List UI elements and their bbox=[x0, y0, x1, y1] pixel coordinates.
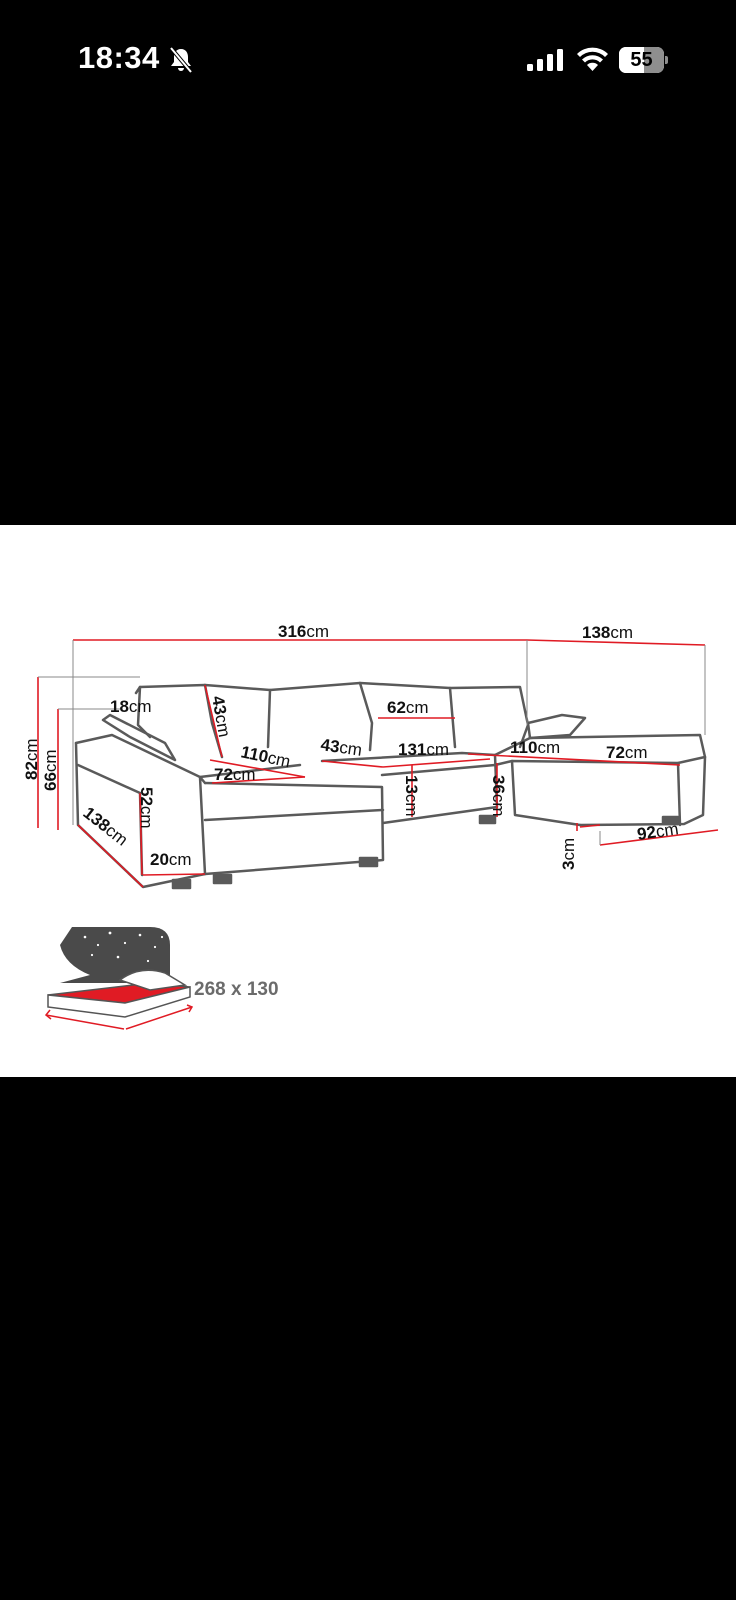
battery-level: 55 bbox=[630, 49, 653, 71]
dim-left-seat-width: 72cm bbox=[214, 765, 256, 784]
dim-armrest-height: 66cm bbox=[41, 749, 60, 791]
bed-size-label: 268 x 130 bbox=[194, 979, 279, 1000]
dim-center-width: 131cm bbox=[398, 740, 449, 759]
dim-center-height: 13cm bbox=[402, 775, 421, 817]
dim-right-height: 36cm bbox=[489, 775, 508, 817]
dim-chaise-width: 138cm bbox=[582, 623, 633, 642]
dim-back-height: 43cm bbox=[208, 694, 234, 738]
dim-right-seat-width: 72cm bbox=[606, 743, 648, 762]
cellular-signal-icon bbox=[527, 49, 563, 71]
dim-chaise-depth: 92cm bbox=[636, 819, 680, 844]
dim-seat-height: 52cm bbox=[137, 787, 156, 829]
wifi-icon bbox=[577, 47, 608, 71]
dim-total-height: 82cm bbox=[22, 738, 41, 780]
dim-total-width: 316cm bbox=[278, 622, 329, 641]
bell-slash-icon bbox=[169, 46, 193, 74]
bed-function-icon bbox=[44, 927, 194, 1030]
dim-right-seat-depth: 110cm bbox=[510, 738, 560, 757]
dim-back-cushion-width: 62cm bbox=[387, 698, 429, 717]
status-bar: 18:34 55 bbox=[0, 0, 736, 120]
dim-center-seat-gap: 43cm bbox=[319, 735, 363, 760]
dim-left-depth: 138cm bbox=[80, 803, 132, 849]
sofa-dimension-diagram: 316cm 138cm 18cm 43cm 62cm 82cm 66cm 110… bbox=[22, 622, 719, 1030]
status-time: 18:34 bbox=[78, 40, 160, 75]
dim-armrest-width: 20cm bbox=[150, 850, 192, 869]
dim-left-seat-depth: 110cm bbox=[239, 742, 292, 771]
dim-leg-height: 3cm bbox=[559, 838, 578, 870]
battery-indicator: 55 bbox=[619, 47, 668, 73]
sofa-dimension-image: 316cm 138cm 18cm 43cm 62cm 82cm 66cm 110… bbox=[0, 525, 736, 1077]
dim-back-cushion: 18cm bbox=[110, 697, 152, 716]
